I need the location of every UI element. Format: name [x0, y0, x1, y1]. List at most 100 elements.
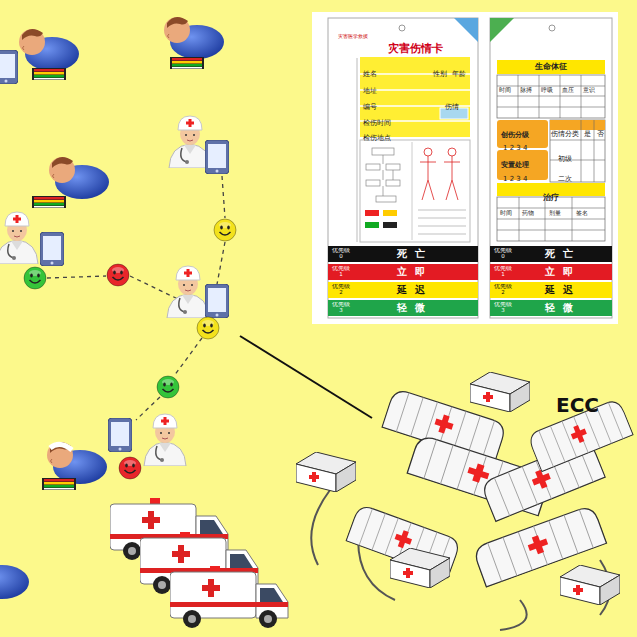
form-field: 签名	[576, 209, 588, 216]
label-holder: 年龄	[452, 61, 466, 80]
red-smiley	[107, 264, 129, 286]
form-field: 是	[584, 130, 591, 138]
priority-band: 优先级 1立即	[490, 264, 612, 280]
label-holder: 呼吸	[541, 77, 553, 96]
priority-name: 死亡	[514, 246, 612, 262]
priority-band: 优先级 2延迟	[490, 282, 612, 298]
label-holder: 治疗	[543, 185, 559, 204]
priority-level: 优先级 1	[328, 266, 352, 278]
yellow-smiley	[214, 219, 236, 241]
tablet-icon	[205, 140, 229, 174]
label-holder: 性别	[433, 61, 447, 80]
priority-name: 延迟	[352, 282, 478, 298]
patient-icon	[47, 442, 107, 484]
form-field: 二次	[558, 175, 572, 183]
form-field: 1 2 3 4	[503, 175, 528, 183]
priority-level: 优先级 3	[490, 302, 514, 314]
bandage	[50, 444, 72, 450]
label-holder: 初级	[558, 146, 572, 165]
label-holder: 创伤分级	[501, 122, 529, 141]
label-holder: 灾害医学救援	[338, 23, 368, 42]
triage-tag	[32, 196, 66, 208]
label-holder: 血压	[562, 77, 574, 96]
form-field: 编号	[363, 103, 377, 111]
priority-name: 轻微	[352, 300, 478, 316]
priority-band: 优先级 1立即	[328, 264, 478, 280]
center-label: ECC	[556, 393, 599, 417]
label-holder: 剂量	[549, 200, 561, 219]
triage-card: 灾害伤情卡优先级 0死亡优先级 1立即优先级 2延迟优先级 3轻微	[328, 18, 478, 318]
form-field: 血压	[562, 86, 574, 93]
priority-level: 优先级 1	[490, 266, 514, 278]
priority-band: 优先级 0死亡	[328, 246, 478, 262]
form-field: 否	[597, 130, 604, 138]
form-field: 1 2 3 4	[503, 144, 528, 152]
priority-level: 优先级 0	[490, 248, 514, 260]
priority-band: 优先级 3轻微	[490, 300, 612, 316]
form-field: 意识	[583, 86, 595, 93]
label-holder: 检伤时间	[363, 110, 391, 129]
form-field: 脉搏	[520, 86, 532, 93]
yellow-smiley	[197, 317, 219, 339]
red-smiley	[119, 457, 141, 479]
form-field: 药物	[522, 209, 534, 216]
tablet-icon	[40, 232, 64, 266]
form-field: 姓名	[363, 70, 377, 78]
green-smiley	[24, 267, 46, 289]
form-field: 检伤时间	[363, 119, 391, 127]
form-field: 初级	[558, 155, 572, 163]
dashed-links	[47, 176, 225, 420]
form-field: 伤情	[445, 103, 459, 111]
medic-icon	[169, 116, 211, 168]
label-holder: 编号	[363, 94, 377, 113]
priority-level: 优先级 3	[328, 302, 352, 314]
ambulance	[170, 566, 288, 628]
form-field: 剂量	[549, 209, 561, 216]
patient-icon	[0, 557, 29, 599]
tablet-icon	[108, 418, 132, 452]
card-title: 灾害伤情卡	[360, 42, 470, 56]
triage-tag	[32, 68, 66, 80]
label-holder: 时间	[500, 200, 512, 219]
form-field: 时间	[500, 209, 512, 216]
triage-cards	[312, 12, 618, 324]
priority-name: 立即	[514, 264, 612, 280]
tablet-icon	[0, 50, 18, 84]
priority-level: 优先级 2	[328, 284, 352, 296]
label-holder: 否	[597, 121, 604, 140]
label-holder: ECC	[556, 394, 599, 416]
priority-level: 优先级 2	[490, 284, 514, 296]
form-field: 检伤地点	[363, 134, 391, 142]
label-holder: 时间	[499, 77, 511, 96]
form-field: 创伤分级	[501, 131, 529, 139]
form-field: 灾害医学救援	[338, 33, 368, 39]
medic-icon	[167, 266, 209, 318]
form-field: 性别	[433, 70, 447, 78]
label-holder: 药物	[522, 200, 534, 219]
label-holder: 检伤地点	[363, 125, 391, 144]
triage-tag	[42, 478, 76, 490]
priority-level: 优先级 0	[328, 248, 352, 260]
patient-icon	[49, 157, 109, 199]
priority-name: 延迟	[514, 282, 612, 298]
label-holder: 是	[584, 121, 591, 140]
form-field: 时间	[499, 86, 511, 93]
green-smiley	[157, 376, 179, 398]
priority-band: 优先级 3轻微	[328, 300, 478, 316]
label-holder: 安置处理	[501, 152, 529, 171]
link-line	[240, 336, 372, 418]
label-holder: 伤情	[445, 94, 459, 113]
form-field: 呼吸	[541, 86, 553, 93]
tablet-icon	[205, 284, 229, 318]
label-holder: 脉搏	[520, 77, 532, 96]
label-holder: 二次	[558, 166, 572, 185]
triage-tag	[170, 57, 204, 69]
priority-band: 优先级 0死亡	[490, 246, 612, 262]
field-hospital	[296, 372, 633, 630]
priority-band: 优先级 2延迟	[328, 282, 478, 298]
label-holder: 地址	[363, 78, 377, 97]
label-holder: 姓名	[363, 61, 377, 80]
priority-name: 轻微	[514, 300, 612, 316]
patient-icon	[19, 29, 79, 71]
